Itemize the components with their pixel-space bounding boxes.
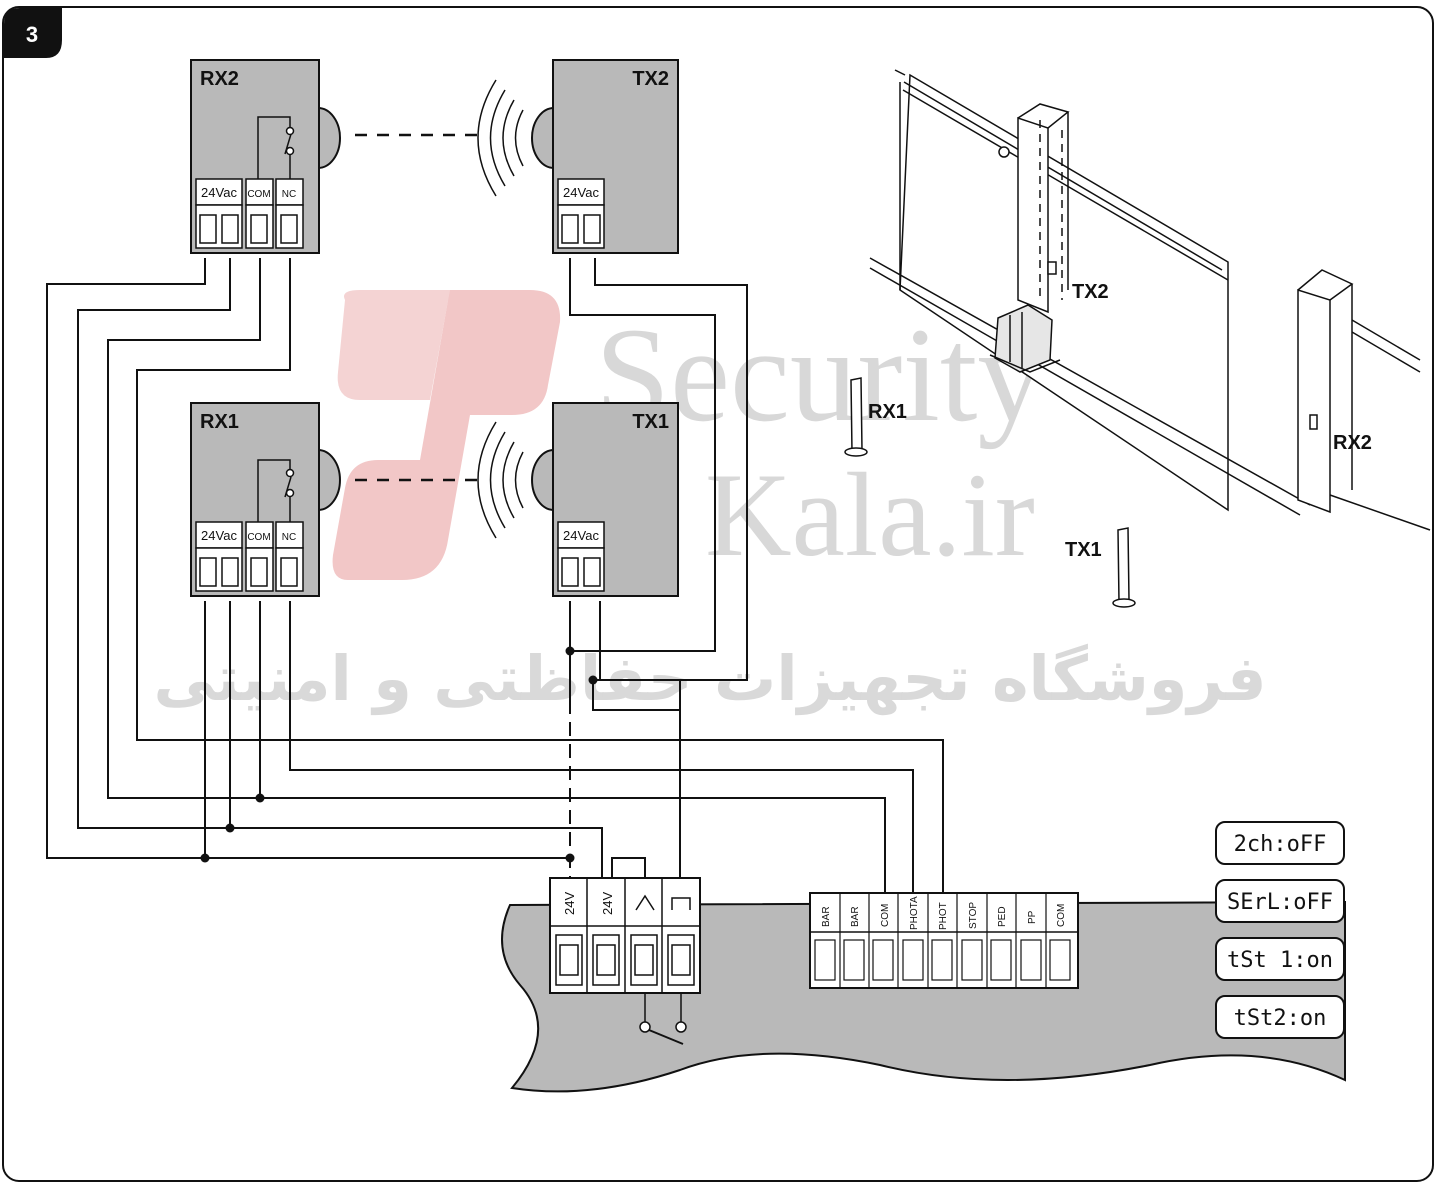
terminal-com-1: COM (880, 904, 891, 927)
watermark-persian-text: فروشگاه تجهیزات حفاظتی و امنیتی (153, 642, 1266, 715)
display-tst1-text: tSt 1:on (1227, 948, 1333, 973)
terminal-phota: PHOTA (909, 896, 920, 930)
wire-junctions (200, 646, 598, 863)
rx1-terminal-nc: NC (282, 532, 296, 543)
tx2-device: TX2 24Vac (477, 59, 679, 254)
rx2-terminal-24vac: 24Vac (201, 185, 237, 200)
terminal-bar-2: BAR (850, 906, 861, 927)
rx1-terminal-com: COM (247, 532, 270, 543)
terminal-bar-1: BAR (821, 906, 832, 927)
terminal-phot: PHOT (938, 902, 949, 930)
terminal-stop: STOP (968, 902, 979, 929)
rx2-terminal-com: COM (247, 189, 270, 200)
rx1-device: RX1 24Vac COM NC (190, 402, 341, 597)
watermark-logo-part (337, 290, 450, 400)
power-terminal-block: 24V 24V (549, 877, 701, 1045)
input-terminal-block: BAR BAR COM PHOTA PHOT STOP PED PP COM (809, 892, 1079, 989)
rx2-device: RX2 24Vac COM NC (190, 59, 341, 254)
scene-label-tx2: TX2 (1072, 281, 1109, 303)
rx1-terminal-24vac: 24Vac (201, 528, 237, 543)
tx1-terminal-24vac: 24Vac (563, 528, 599, 543)
rx2-terminal-nc: NC (282, 189, 296, 200)
watermark-logo (332, 290, 561, 580)
watermark: Security Kala.ir فروشگاه تجهیزات حفاظتی … (153, 290, 1267, 715)
terminal-ped: PED (997, 906, 1008, 927)
rx2-label: RX2 (200, 68, 239, 90)
display-serl-text: SErL:oFF (1227, 890, 1333, 915)
display-tst2-text: tSt2:on (1234, 1006, 1327, 1031)
tx1-label: TX1 (632, 411, 669, 433)
rx1-label: RX1 (200, 411, 239, 433)
gate-top-sensor (998, 146, 1010, 158)
display-tst1 (1215, 937, 1345, 981)
display-2ch-text: 2ch:oFF (1234, 832, 1327, 857)
terminal-24v-1: 24V (562, 892, 577, 915)
display-serl (1215, 879, 1345, 923)
scene-label-tx1: TX1 (1065, 539, 1102, 561)
wiring (46, 258, 944, 893)
watermark-brand-line2: Kala.ir (705, 448, 1035, 581)
display-settings: 2ch:oFF SErL:oFF tSt 1:on tSt2:on (1215, 821, 1345, 1039)
relay-symbol (635, 894, 655, 911)
terminal-com-2: COM (1056, 904, 1067, 927)
figure-number: 3 (26, 22, 38, 47)
scene-label-rx1: RX1 (868, 401, 907, 423)
control-board (501, 900, 1346, 1093)
tx2-label: TX2 (632, 68, 669, 90)
scene-label-rx2: RX2 (1333, 432, 1372, 454)
relay-symbol-2 (671, 897, 691, 910)
display-2ch (1215, 821, 1345, 865)
figure-number-tab (4, 8, 62, 58)
terminal-pp: PP (1027, 910, 1038, 924)
display-tst2 (1215, 995, 1345, 1039)
tx2-terminal-24vac: 24Vac (563, 185, 599, 200)
terminal-24v-2: 24V (600, 892, 615, 915)
tx1-device: TX1 24Vac (477, 402, 679, 597)
gate-scene (844, 69, 1431, 608)
